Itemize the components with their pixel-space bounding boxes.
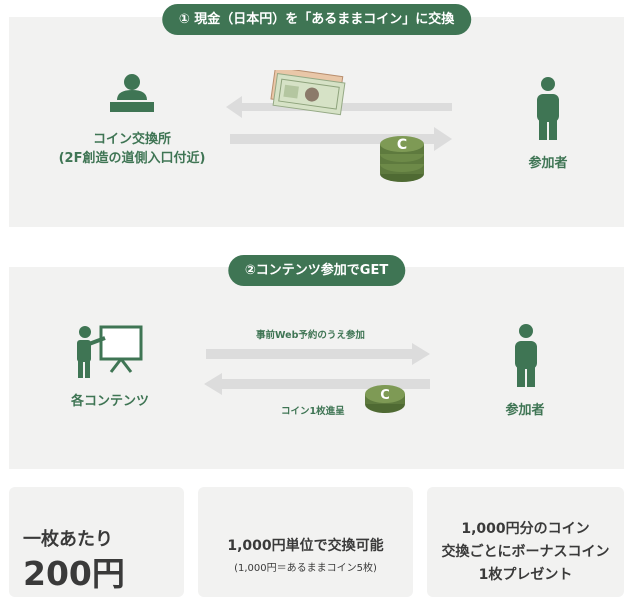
bonus-line-3: 1枚プレゼント <box>478 567 573 583</box>
participant-icon <box>515 324 537 387</box>
bonus-line-2: 交換ごとにボーナスコイン <box>441 544 610 560</box>
exchange-office-label: コイン交換所 <box>92 132 171 147</box>
coin-stack-icon: C <box>380 136 424 182</box>
coin-letter: C <box>397 137 407 153</box>
price-caption: 一枚あたり <box>23 529 113 550</box>
step1-title: ① 現金（日本円）を「あるままコイン」に交換 <box>161 4 472 35</box>
participant-label: 参加者 <box>505 403 545 418</box>
exchange-unit-text: 1,000円単位で交換可能 <box>227 538 384 554</box>
step1-panel <box>9 17 624 227</box>
contents-label: 各コンテンツ <box>70 394 149 409</box>
exchange-unit-note: (1,000円＝あるままコイン5枚) <box>234 563 377 574</box>
exchange-office-location: (2F創造の道側入口付近) <box>58 151 206 166</box>
exchange-desk-icon <box>110 74 154 112</box>
arrow-bottom-label: コイン1枚進呈 <box>281 406 345 417</box>
exchange-unit-card: 1,000円単位で交換可能 (1,000円＝あるままコイン5枚) <box>198 487 413 597</box>
arrow-right <box>206 343 430 365</box>
price-card: 一枚あたり 200円 <box>9 487 184 597</box>
bonus-line-1: 1,000円分のコイン <box>461 521 590 537</box>
arrow-right <box>230 127 452 151</box>
arrow-left <box>204 373 430 395</box>
presentation-board-icon <box>77 325 143 378</box>
step2-title: ②コンテンツ参加でGET <box>227 255 406 286</box>
banknotes-icon <box>270 70 346 116</box>
participant-label: 参加者 <box>528 156 568 171</box>
bonus-card: 1,000円分のコイン 交換ごとにボーナスコイン 1枚プレゼント <box>427 487 624 597</box>
price-value: 200円 <box>23 554 125 593</box>
contents-arrows <box>204 343 430 395</box>
arrow-top-label: 事前Web予約のうえ参加 <box>256 330 365 341</box>
participant-icon <box>537 77 559 140</box>
coin-icon: C <box>365 385 405 413</box>
coin-letter: C <box>380 388 390 403</box>
